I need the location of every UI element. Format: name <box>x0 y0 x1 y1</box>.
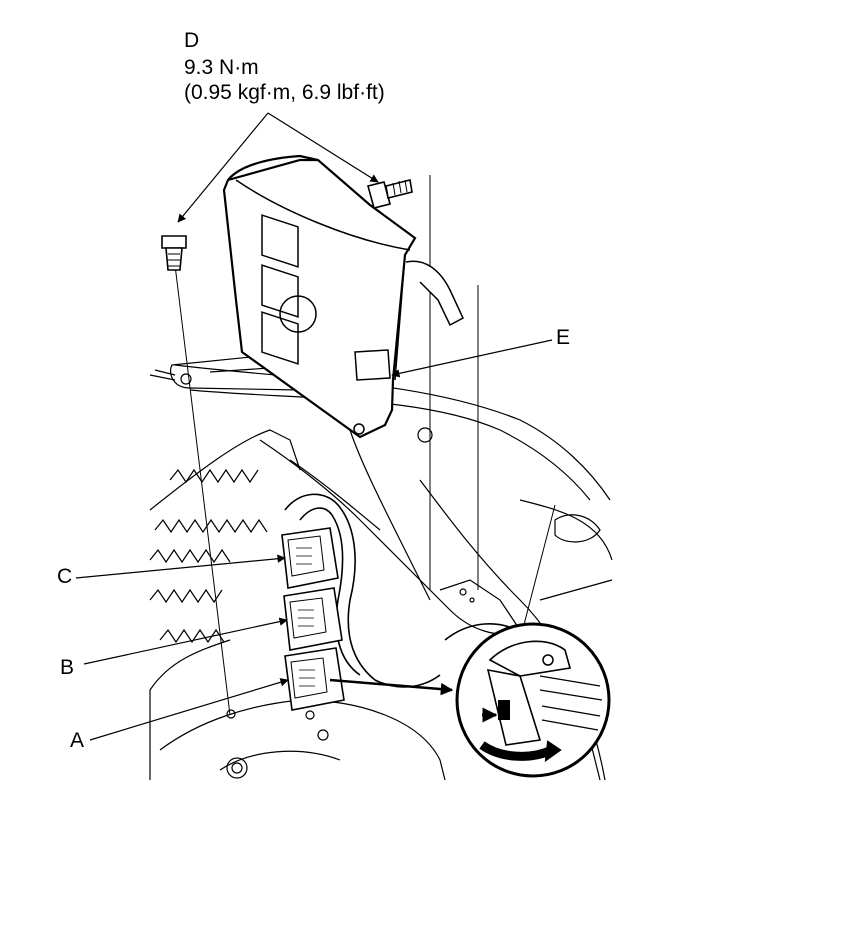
connector-b <box>283 587 343 651</box>
callout-d-torque-nm: 9.3 N·m <box>184 56 259 79</box>
leader-c <box>75 554 286 579</box>
callout-a-letter: A <box>70 729 85 752</box>
callout-d-torque-alt: (0.95 kgf·m, 6.9 lbf·ft) <box>184 81 385 104</box>
bolt-left <box>161 235 187 271</box>
bolt-right <box>367 179 413 209</box>
connector-c <box>281 527 339 589</box>
leader-b <box>83 617 288 665</box>
mounting-bolts <box>161 179 413 271</box>
leader-lines <box>75 112 553 741</box>
leader-a <box>89 678 289 741</box>
ecm-unit <box>222 154 464 439</box>
leader-detail <box>329 678 454 696</box>
callout-e-letter: E <box>556 326 571 349</box>
connector-a <box>284 647 345 711</box>
connector-release-detail <box>455 622 611 778</box>
callout-c-letter: C <box>57 565 73 588</box>
harness-connectors <box>281 527 345 711</box>
leader-d-right <box>267 112 379 183</box>
leader-d-left <box>177 112 269 223</box>
callout-d-letter: D <box>184 29 200 52</box>
leader-e <box>391 339 553 378</box>
callout-b-letter: B <box>60 656 75 679</box>
